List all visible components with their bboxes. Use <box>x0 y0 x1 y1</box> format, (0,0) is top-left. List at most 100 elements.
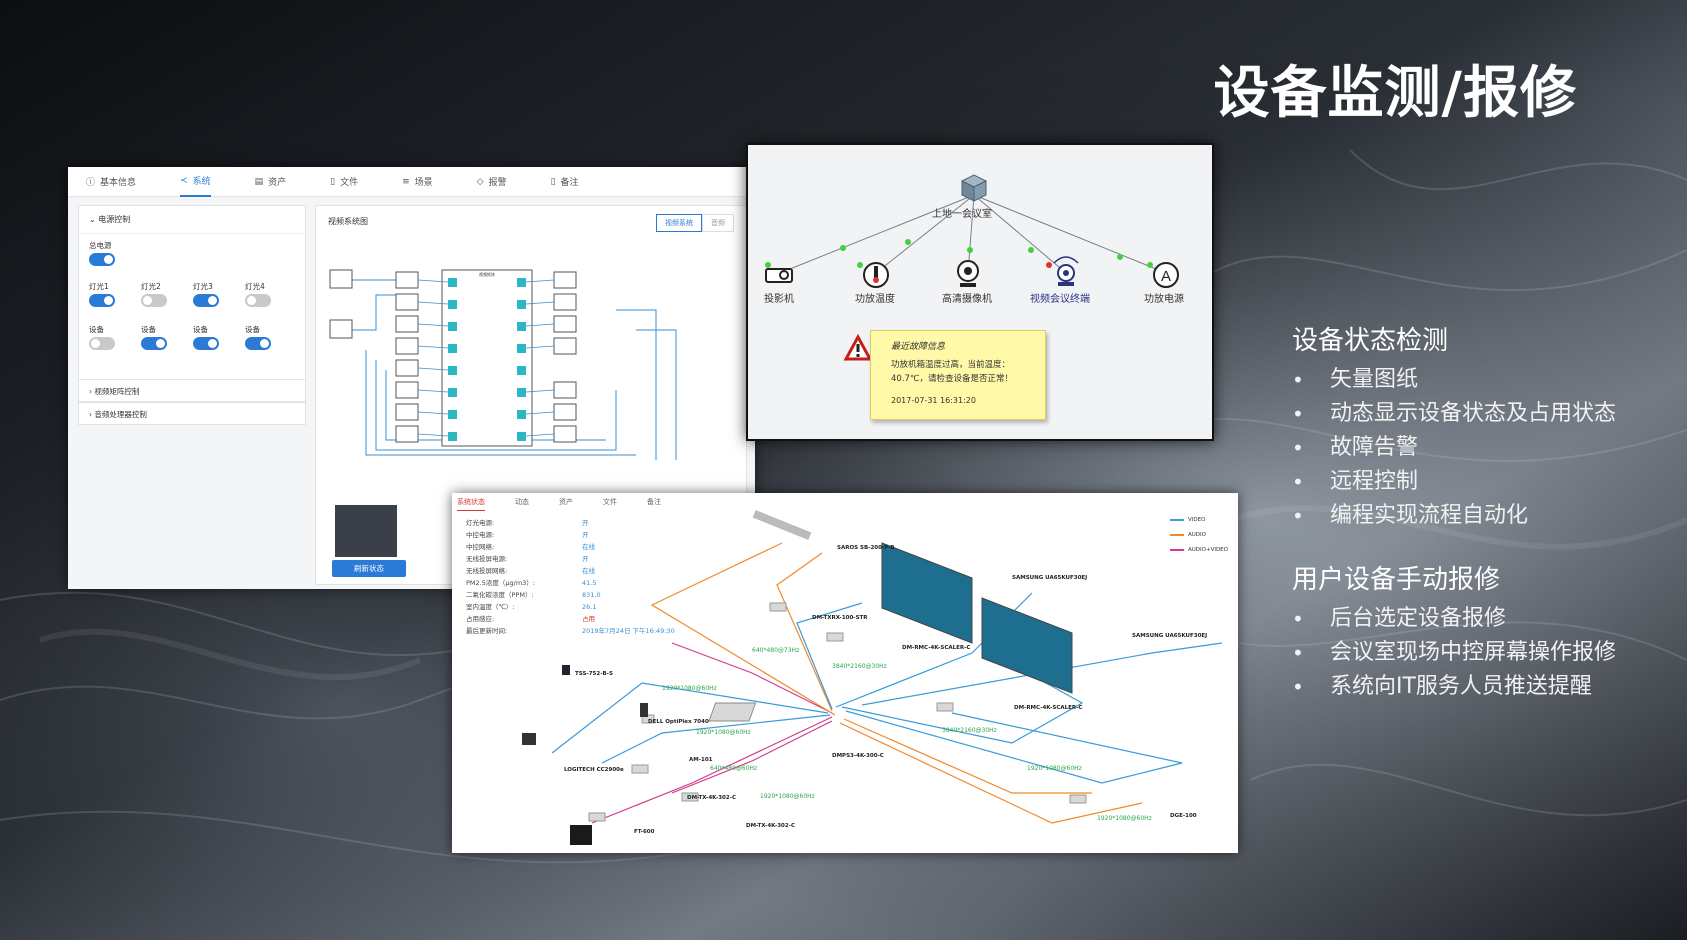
device-label: TSS-752-B-S <box>575 671 613 677</box>
link-label: 3840*2160@30Hz <box>942 727 997 734</box>
device-label: DM-TX-4K-302-C <box>687 795 737 801</box>
tab-assets[interactable]: ▤资产 <box>255 167 287 197</box>
video-matrix-panel[interactable]: › 视频矩阵控制 <box>78 379 306 402</box>
status-key: PM2.5浓度（μg/m3）: <box>466 579 535 587</box>
status-value: 在线 <box>582 567 595 575</box>
list-item: 后台选定设备报修 <box>1292 602 1672 636</box>
tab-files[interactable]: ▯文件 <box>330 167 358 197</box>
device-4-toggle[interactable] <box>245 337 271 350</box>
link-label: 1920*1080@60Hz <box>1097 815 1152 822</box>
dell-pc <box>640 703 648 717</box>
alert-text: 功放机箱温度过高，当前温度：40.7℃，请检查设备是否正常！ <box>891 360 1013 384</box>
tab-notes[interactable]: ▯备注 <box>551 167 579 197</box>
tab-audio-system[interactable]: 音频 <box>702 214 734 232</box>
list-icon: ≡ <box>402 176 410 187</box>
tab-scenes[interactable]: ≡ 场景 <box>402 167 433 197</box>
system-status-table: 灯光电源:开 中控电源:开 中控网络:在线 无线投屏电源:开 无线投屏网络:在线… <box>466 517 675 637</box>
device-label: DM-RMC-4K-SCALER-C <box>1014 705 1083 711</box>
light-3-label: 灯光3 <box>193 282 213 291</box>
scaler-device-1 <box>826 632 844 642</box>
legend-audio-video: AUDIO+VIDEO <box>1169 547 1228 553</box>
legend-audio: AUDIO <box>1169 532 1228 538</box>
av-topology-diagram <box>522 510 1223 845</box>
status-row: 中控电源:开 <box>466 529 675 541</box>
device-column-left <box>329 269 353 339</box>
device-label: SAMSUNG UA65KUF30EJ <box>1132 633 1208 639</box>
audio-processor-panel[interactable]: › 音频处理器控制 <box>78 402 306 425</box>
video-matrix <box>441 269 533 447</box>
asset-icon: ▤ <box>254 176 264 187</box>
status-row: 占用感应:占用 <box>466 613 675 625</box>
device-2-toggle[interactable] <box>141 337 167 350</box>
device-label: DM-RMC-4K-SCALER-C <box>902 645 971 651</box>
fault-alert-box[interactable]: 最近故障信息 功放机箱温度过高，当前温度：40.7℃，请检查设备是否正常！ 20… <box>870 330 1046 420</box>
status-value: 开 <box>582 531 589 539</box>
tab-av-files[interactable]: 文件 <box>603 498 617 506</box>
status-value: 占用 <box>582 615 595 623</box>
ft-device <box>588 812 606 822</box>
link-label: 1920*1080@60Hz <box>662 685 717 692</box>
power-panel-title: 电源控制 <box>98 215 131 224</box>
device-label: DMPS3-4K-300-C <box>832 753 884 759</box>
diagram-title: 视频系统图 <box>328 217 368 226</box>
device-2-label: 设备 <box>141 325 156 334</box>
power-control-panel: ⌄ 电源控制 总电源 灯光1 灯光2 灯光3 灯光4 设备 设备 设备 设备 <box>78 205 306 385</box>
status-key: 中控网络: <box>466 543 495 551</box>
status-value: 2019年7月24日 下午16:49:30 <box>582 627 675 635</box>
list-item: 远程控制 <box>1292 465 1672 499</box>
tab-label: 场景 <box>414 178 433 188</box>
link-label: 3840*2160@30Hz <box>832 663 887 670</box>
tab-system-status[interactable]: 系统状态 <box>457 493 485 511</box>
dmps-processor <box>708 702 757 722</box>
light-4-toggle[interactable] <box>245 294 271 307</box>
status-row: 灯光电源:开 <box>466 517 675 529</box>
master-power-toggle[interactable] <box>89 253 115 266</box>
legend-label: AUDIO+VIDEO <box>1187 547 1228 553</box>
logitech-camera <box>522 733 536 745</box>
matrix-label: 视频矩阵 <box>479 271 495 277</box>
light-2-label: 灯光2 <box>141 282 161 291</box>
status-value: 26.1 <box>582 603 597 611</box>
status-key: 二氧化碳浓度（PPM）: <box>466 591 534 599</box>
light-1-label: 灯光1 <box>89 282 109 291</box>
legend-label: AUDIO <box>1187 532 1206 538</box>
power-panel-header[interactable]: ⌄ 电源控制 <box>79 206 305 234</box>
view-tabs: 视频系统 音频 <box>656 214 734 232</box>
device-label: DELL OptiPlex 7040 <box>648 719 709 725</box>
camera-2 <box>329 319 353 339</box>
status-row: 二氧化碳浓度（PPM）:831.0 <box>466 589 675 601</box>
status-row: 无线投屏电源:开 <box>466 553 675 565</box>
legend-label: VIDEO <box>1187 517 1206 523</box>
soundbar-device <box>752 510 812 540</box>
list-item: 动态显示设备状态及占用状态 <box>1292 397 1672 431</box>
feature-list: 设备状态检测 矢量图纸 动态显示设备状态及占用状态 故障告警 远程控制 编程实现… <box>1292 320 1672 730</box>
device-3-toggle[interactable] <box>193 337 219 350</box>
tv-display-1 <box>881 542 973 644</box>
device-label: DGE-100 <box>1170 813 1197 819</box>
device-label: SAROS SB-200-P-B <box>837 545 895 551</box>
list-item: 矢量图纸 <box>1292 363 1672 397</box>
tab-label: 文件 <box>340 178 359 188</box>
camera-icon <box>957 260 979 287</box>
refresh-status-button[interactable]: 刷新状态 <box>332 560 406 577</box>
info-icon: ⓘ <box>86 178 96 188</box>
matrix-links <box>417 279 555 437</box>
section-heading-status: 设备状态检测 <box>1292 326 1449 356</box>
list-item: 系统向IT服务人员推送提醒 <box>1292 670 1672 704</box>
tab-system[interactable]: ≺系统 <box>180 167 211 197</box>
light-1-toggle[interactable] <box>89 294 115 307</box>
tab-av-assets[interactable]: 资产 <box>559 498 573 506</box>
device-1-toggle[interactable] <box>89 337 115 350</box>
tab-activity[interactable]: 动态 <box>515 498 529 506</box>
light-2-toggle[interactable] <box>141 294 167 307</box>
light-3-toggle[interactable] <box>193 294 219 307</box>
tab-alarms[interactable]: ◇报警 <box>477 167 507 197</box>
audio-processor-label: 音频处理器控制 <box>94 410 147 419</box>
device-label: FT-600 <box>634 829 655 835</box>
status-dots <box>765 239 1153 268</box>
tab-av-notes[interactable]: 备注 <box>647 498 661 506</box>
status-feature-list: 矢量图纸 动态显示设备状态及占用状态 故障告警 远程控制 编程实现流程自动化 <box>1292 363 1672 533</box>
panel-thumbnail <box>335 505 397 557</box>
tab-video-system[interactable]: 视频系统 <box>656 214 702 232</box>
